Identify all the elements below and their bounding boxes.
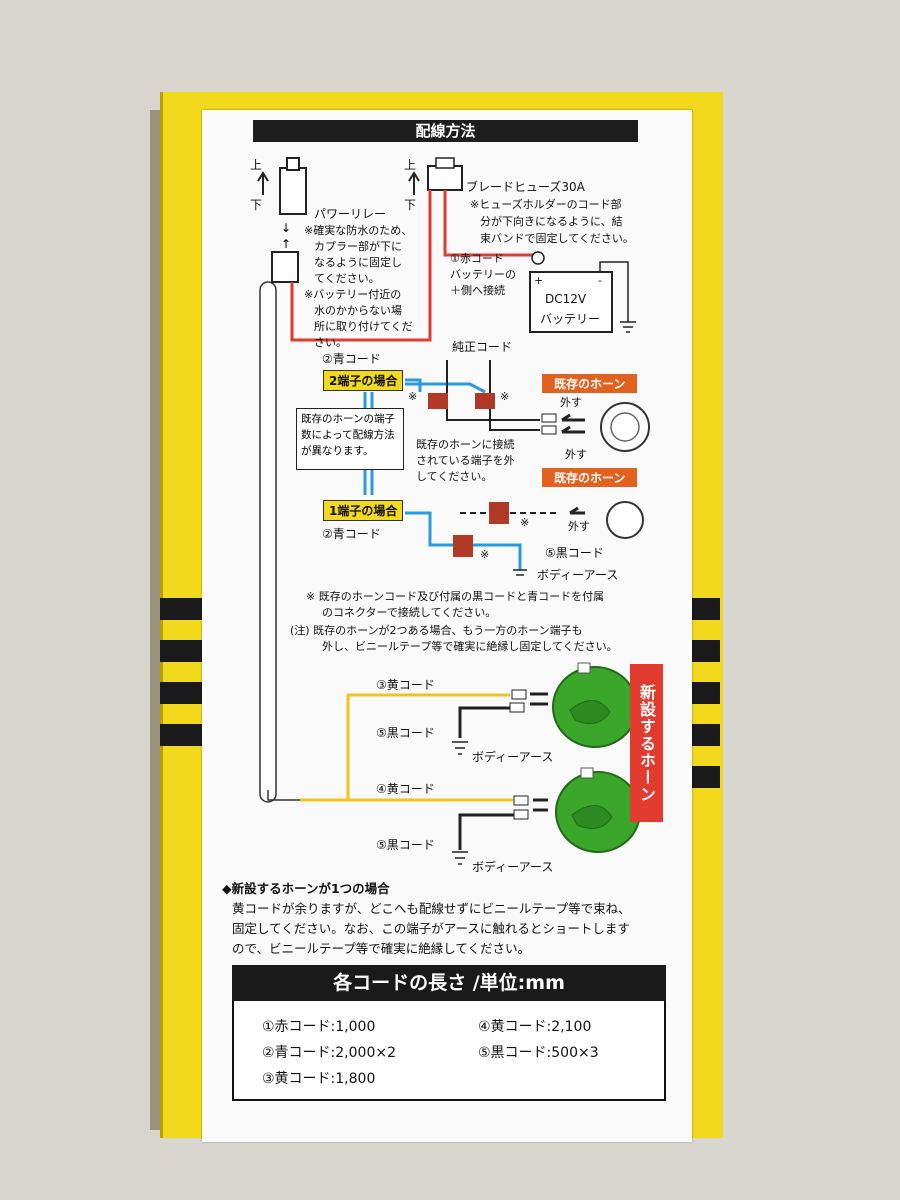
single-horn-text: ので、ビニールテープ等で確実に絶縁してください。 <box>232 941 531 956</box>
relay-note: ※バッテリー付近の <box>304 288 402 301</box>
battery-label: バッテリー <box>540 312 601 326</box>
yellow-cord-3-label: ③黄コード <box>376 678 435 692</box>
one-terminal-label: 1端子の場合 <box>323 500 404 521</box>
body-earth-label: ボディーアース <box>472 860 554 874</box>
two-terminal-label: 2端子の場合 <box>323 370 404 391</box>
red-cord-label: ①赤コード <box>450 252 504 265</box>
relay-coupler <box>271 251 299 283</box>
svg-text:↓: ↓ <box>281 221 291 235</box>
fuse-note: 分が下向きになるように、結 <box>480 215 623 228</box>
single-horn-text: 黄コードが余りますが、どこへも配線せずにビニールテープ等で束ね、 <box>232 901 631 916</box>
svg-text:↑: ↑ <box>281 237 291 251</box>
single-horn-heading: ◆新設するホーンが1つの場合 <box>222 881 390 896</box>
existing-horn-2 <box>606 501 644 539</box>
battery-minus: - <box>598 274 602 287</box>
harness-tube <box>259 281 277 803</box>
relay-note: なるように固定し <box>314 256 402 269</box>
body-earth-label: ボディーアース <box>472 750 554 764</box>
connector-note: のコネクターで接続してください。 <box>322 606 497 619</box>
relay-note: さい。 <box>314 336 347 349</box>
relay-body <box>279 167 307 215</box>
red-wire-2 <box>290 190 432 342</box>
wiring-title: 配線方法 <box>253 120 638 142</box>
relay-note: カプラー部が下に <box>314 240 402 253</box>
caution-note: 外し、ビニールテープ等で確実に絶縁し固定してください。 <box>322 640 618 653</box>
red-cord-label: ＋側へ接続 <box>450 284 505 297</box>
relay-label: パワーリレー <box>314 207 387 221</box>
relay-note: 所に取り付けてくだ <box>314 320 413 333</box>
red-cord-label: バッテリーの <box>450 268 516 281</box>
black-cord-label: ⑤黒コード <box>545 546 604 560</box>
cord-length-item: ⑤黒コード:500×3 <box>478 1045 599 1061</box>
black-cord-label: ⑤黒コード <box>376 838 435 852</box>
asterisk-mark: ※ <box>408 390 418 403</box>
blue-cord-label: ②青コード <box>322 527 381 541</box>
existing-horn-label-2: 既存のホーン <box>542 468 638 487</box>
fuse-note: 束バンドで固定してください。 <box>480 232 634 245</box>
harness-bend <box>267 790 300 801</box>
cord-length-heading: 各コードの長さ /単位:mm <box>232 965 666 1001</box>
battery-plus: + <box>534 274 544 287</box>
fuse-holder <box>427 165 463 191</box>
single-horn-text: 固定してください。なお、この端子がアースに触れるとショートします <box>232 921 630 936</box>
relay-note: ※確実な防水のため、 <box>304 224 413 237</box>
remove-terminal-note: されている端子を外 <box>416 454 515 467</box>
remove-label: 外す <box>568 520 590 533</box>
asterisk-mark: ※ <box>520 516 530 529</box>
cord-length-item: ②青コード:2,000×2 <box>262 1045 396 1061</box>
black-cord-label: ⑤黒コード <box>376 726 435 740</box>
yellow-cord-4-label: ④黄コード <box>376 782 435 796</box>
cord-length-item: ④黄コード:2,100 <box>478 1019 592 1035</box>
up-label: 上 <box>250 158 263 172</box>
fuse-note: ※ヒューズホルダーのコード部 <box>470 198 622 211</box>
remove-terminal-note: 既存のホーンに接続 <box>416 438 515 451</box>
existing-horn-label: 既存のホーン <box>542 374 638 393</box>
blue-wire <box>405 378 486 394</box>
connector-note: ※ 既存のホーンコード及び付属の黒コードと青コードを付属 <box>306 590 605 603</box>
genuine-cord-label: 純正コード <box>452 340 513 354</box>
terminal-note-box: 既存のホーンの端子数によって配線方法が異なります。 <box>296 408 404 470</box>
body-earth-label: ボディーアース <box>537 568 619 582</box>
fuse-label: ブレードヒューズ30A <box>466 180 585 194</box>
remove-label: 外す <box>560 396 582 409</box>
blue-cord-label: ②青コード <box>322 352 381 366</box>
asterisk-mark: ※ <box>480 548 490 561</box>
cord-length-item: ③黄コード:1,800 <box>262 1071 376 1087</box>
relay-note: てください。 <box>314 272 380 285</box>
battery-label: DC12V <box>545 292 587 306</box>
down-label: 下 <box>404 198 417 212</box>
red-wire <box>443 190 535 257</box>
caution-note: (注) 既存のホーンが2つある場合、もう一方のホーン端子も <box>290 624 583 637</box>
down-label: 下 <box>250 198 263 212</box>
asterisk-mark: ※ <box>500 390 510 403</box>
remove-terminal-note: してください。 <box>416 470 493 483</box>
relay-note: 水のかからない場 <box>314 304 402 317</box>
up-label: 上 <box>404 158 417 172</box>
remove-label: 外す <box>565 448 587 461</box>
battery <box>529 271 613 333</box>
cord-length-item: ①赤コード:1,000 <box>262 1019 376 1035</box>
new-horn-banner: 新設するホーン <box>630 664 663 822</box>
